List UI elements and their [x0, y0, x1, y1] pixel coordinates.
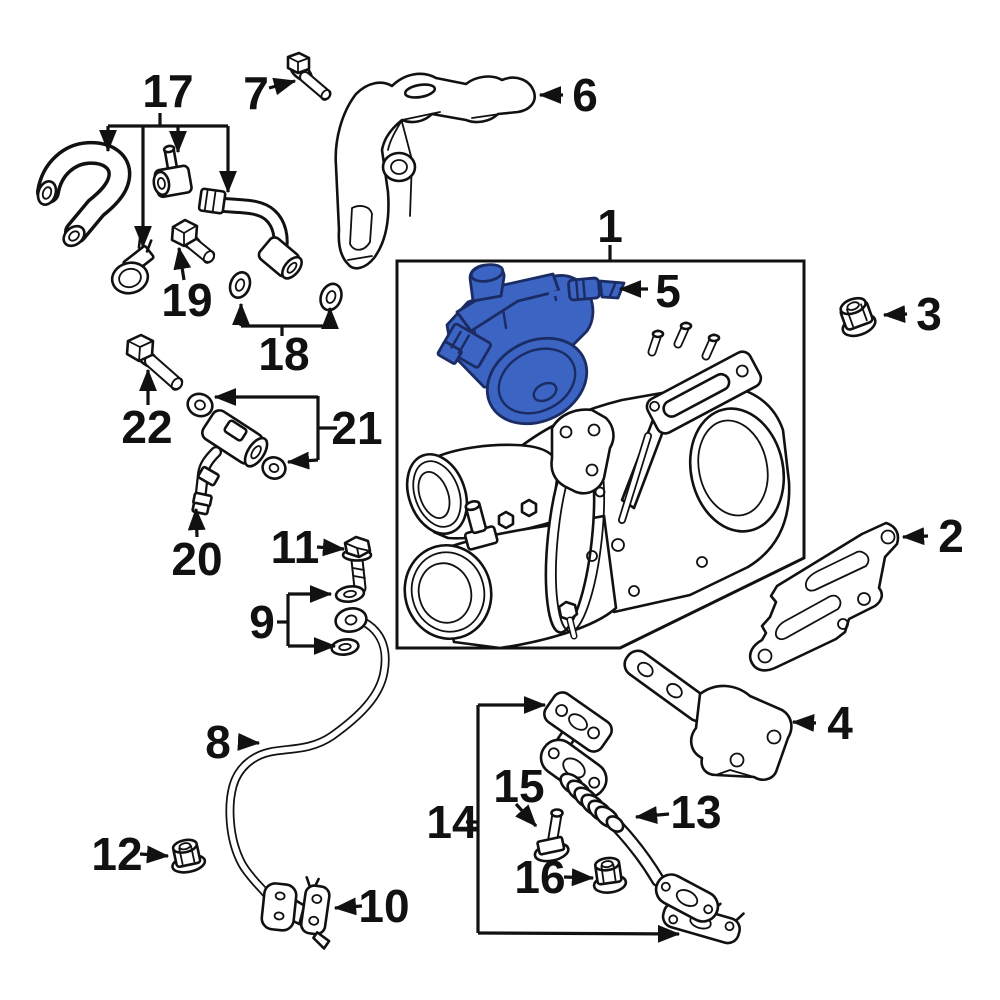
part-2-gasket-illustration — [748, 521, 900, 672]
callout-10-leader — [333, 897, 363, 916]
callout-4: 4 — [791, 697, 853, 749]
callout-16-label[interactable]: 16 — [514, 851, 565, 903]
part-10-bracket-illustration — [299, 876, 331, 950]
part-18-washers-illustration — [228, 271, 343, 312]
part-20-oil-pipe-illustration — [191, 409, 269, 516]
callout-3-leader — [882, 305, 908, 324]
callout-12-leader — [139, 845, 170, 864]
callout-20: 20 — [171, 507, 223, 585]
part-16-nut-illustration — [592, 856, 628, 894]
callout-10: 10 — [333, 880, 410, 932]
part-9-washers-illustration — [330, 585, 366, 656]
part-17-pipe-illustration — [197, 187, 303, 280]
callout-7: 7 — [243, 67, 297, 119]
callout-18: 18 — [232, 302, 339, 380]
callout-8-leader — [237, 732, 261, 751]
callout-11-leader — [316, 538, 346, 557]
part-1-group-box — [395, 259, 806, 650]
callout-16-leader — [563, 868, 595, 887]
part-6-heat-shield-illustration — [334, 72, 536, 270]
callout-19-leader — [173, 246, 192, 281]
callout-18-label[interactable]: 18 — [258, 328, 309, 380]
part-15-stud-illustration — [533, 808, 570, 863]
callout-5-label[interactable]: 5 — [655, 265, 681, 317]
turbo-upper-port — [405, 453, 469, 535]
actuator-rod — [548, 276, 626, 302]
callout-15: 15 — [493, 760, 545, 828]
callout-22-label[interactable]: 22 — [121, 401, 172, 453]
part-17-hose-illustration — [36, 140, 132, 248]
callout-12-label[interactable]: 12 — [91, 828, 142, 880]
callout-21-label[interactable]: 21 — [331, 402, 382, 454]
callout-4-label[interactable]: 4 — [827, 697, 853, 749]
callout-11: 11 — [271, 521, 346, 573]
callout-8-label[interactable]: 8 — [205, 716, 231, 768]
callout-3: 3 — [882, 288, 942, 340]
part-5-actuator-illustration — [436, 263, 626, 426]
callout-8: 8 — [205, 716, 261, 768]
callout-13: 13 — [634, 786, 722, 838]
callout-9-label[interactable]: 9 — [249, 596, 275, 648]
callout-13-leader — [634, 806, 670, 825]
drain-tube-bellows — [559, 772, 625, 833]
part-19-bolt-illustration — [170, 218, 216, 264]
part-11-bolt-illustration — [341, 535, 373, 595]
callout-7-label[interactable]: 7 — [243, 67, 269, 119]
callout-7-leader — [268, 77, 297, 96]
callout-20-leader — [187, 507, 206, 538]
callout-5: 5 — [618, 265, 681, 317]
callout-16: 16 — [514, 851, 595, 903]
callout-21: 21 — [213, 388, 383, 470]
callout-15-label[interactable]: 15 — [493, 760, 544, 812]
callout-13-label[interactable]: 13 — [670, 786, 721, 838]
turbo-lower-port — [403, 543, 493, 641]
callout-9: 9 — [249, 585, 337, 655]
part-1-turbocharger-illustration — [403, 263, 791, 650]
callout-14: 14 — [426, 696, 681, 943]
part-17-clamp-illustration — [110, 235, 155, 295]
callout-2-leader — [901, 527, 929, 546]
callout-14-label[interactable]: 14 — [426, 796, 478, 848]
callout-6-label[interactable]: 6 — [572, 69, 598, 121]
part-4-bracket-illustration — [623, 649, 793, 782]
callout-22: 22 — [121, 368, 173, 453]
part-21-washers-illustration — [186, 392, 287, 480]
callout-17-label[interactable]: 17 — [142, 65, 193, 117]
callout-21-leader — [286, 451, 319, 470]
part-13-drain-tube-illustration — [539, 738, 720, 923]
callout-15-leader — [514, 802, 538, 828]
callout-11-label[interactable]: 11 — [271, 521, 320, 573]
callout-19: 19 — [161, 246, 213, 326]
callout-17: 17 — [99, 65, 237, 249]
callout-2-label[interactable]: 2 — [938, 510, 964, 562]
callout-1-label[interactable]: 1 — [597, 200, 623, 252]
callout-14-leader — [477, 924, 681, 943]
part-17-grommet-illustration — [152, 144, 193, 199]
callout-1: 1 — [597, 200, 623, 261]
callout-19-label[interactable]: 19 — [161, 274, 212, 326]
callout-20-label[interactable]: 20 — [171, 533, 222, 585]
turbo-studs — [647, 321, 721, 361]
part-12-nut-illustration — [171, 838, 207, 874]
part-7-bolt-illustration — [286, 51, 332, 101]
callout-12: 12 — [91, 828, 170, 880]
callout-3-label[interactable]: 3 — [916, 288, 942, 340]
part-3-nut-illustration — [839, 296, 877, 338]
callout-6: 6 — [538, 69, 598, 121]
callout-10-label[interactable]: 10 — [358, 880, 409, 932]
callout-4-leader — [791, 713, 817, 732]
part-22-bolt-illustration — [125, 333, 184, 391]
part-8-oil-pipe-illustration — [225, 607, 390, 932]
callout-2: 2 — [901, 510, 964, 562]
